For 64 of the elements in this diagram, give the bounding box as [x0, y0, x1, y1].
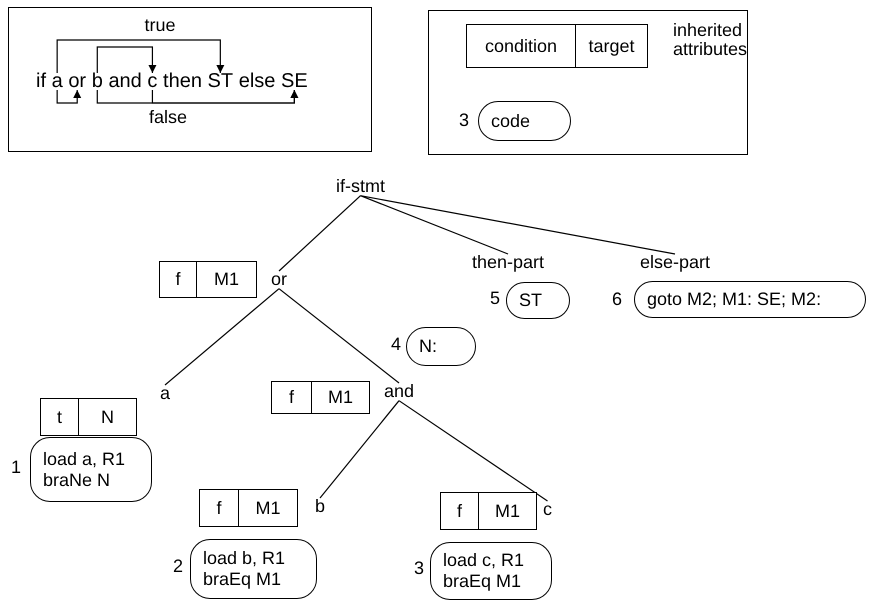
attribute-value: t: [56, 406, 63, 429]
syntax-token: else: [238, 70, 276, 92]
syntax-token: if-stmt: [336, 176, 385, 197]
syntax-token: ST: [208, 70, 234, 92]
tree-line: [278, 195, 361, 272]
step-number: 2: [173, 557, 184, 576]
step-number: 6: [612, 290, 622, 309]
tree-line: [164, 288, 280, 386]
syntax-token: c: [543, 499, 552, 520]
attribute-record: [466, 24, 648, 68]
attribute-record: [271, 381, 370, 414]
syntax-token: b: [92, 70, 103, 92]
frame-panel: [8, 7, 372, 152]
syntax-token: SE: [281, 70, 308, 92]
arrow: [56, 39, 224, 73]
step-number: 3: [459, 111, 470, 130]
attribute-record: [40, 398, 137, 436]
syntax-token: or: [271, 269, 288, 290]
annotation-text: inherited attributes: [673, 21, 745, 59]
attribute-value: M1: [238, 490, 297, 526]
attribute-value: M1: [478, 493, 536, 530]
syntax-token: then-part: [472, 252, 544, 273]
syntax-token: b: [315, 496, 326, 517]
arrow: [152, 90, 298, 104]
step-number: 5: [490, 289, 500, 308]
syntax-token: else-part: [640, 252, 710, 273]
code-block: ST: [506, 282, 570, 319]
attribute-record: [159, 261, 257, 298]
code-block: code: [478, 101, 571, 141]
attribute-value: f: [215, 496, 222, 520]
step-number: 1: [11, 458, 22, 477]
attribute-value: N: [78, 399, 136, 436]
syntax-token: then: [163, 70, 202, 92]
syntax-token: a: [52, 70, 63, 92]
code-block: N:: [406, 327, 476, 366]
attribute-record: [440, 492, 537, 530]
step-number: 3: [414, 559, 424, 578]
attribute-value: f: [288, 386, 295, 410]
tree-line: [360, 195, 676, 255]
syntax-token: c: [147, 70, 158, 92]
attribute-record: [199, 489, 298, 528]
attribute-value: f: [174, 268, 182, 292]
syntax-token: a: [160, 383, 170, 404]
attribute-value: f: [456, 500, 463, 523]
attribute-value: condition: [484, 34, 558, 58]
tree-line: [278, 288, 400, 384]
tree-line: [398, 400, 548, 502]
arrow: [96, 46, 156, 73]
code-block: load b, R1 braEq M1: [190, 539, 317, 599]
tree-line: [360, 195, 508, 255]
arrow: [56, 90, 82, 104]
syntax-token: and: [108, 70, 142, 92]
frame-panel: [428, 10, 748, 155]
code-block: load c, R1 braEq M1: [430, 542, 552, 600]
tree-line: [320, 400, 400, 498]
code-block: goto M2; M1: SE; M2:: [634, 281, 866, 318]
syntax-token: if: [36, 70, 46, 92]
syntax-token: or: [68, 70, 86, 92]
step-number: 4: [391, 335, 402, 354]
attribute-value: M1: [196, 262, 256, 298]
syntax-token: and: [384, 381, 414, 402]
attribute-value: M1: [311, 382, 369, 414]
attribute-value: target: [575, 25, 647, 68]
code-block: load a, R1 braNe N: [30, 437, 152, 502]
